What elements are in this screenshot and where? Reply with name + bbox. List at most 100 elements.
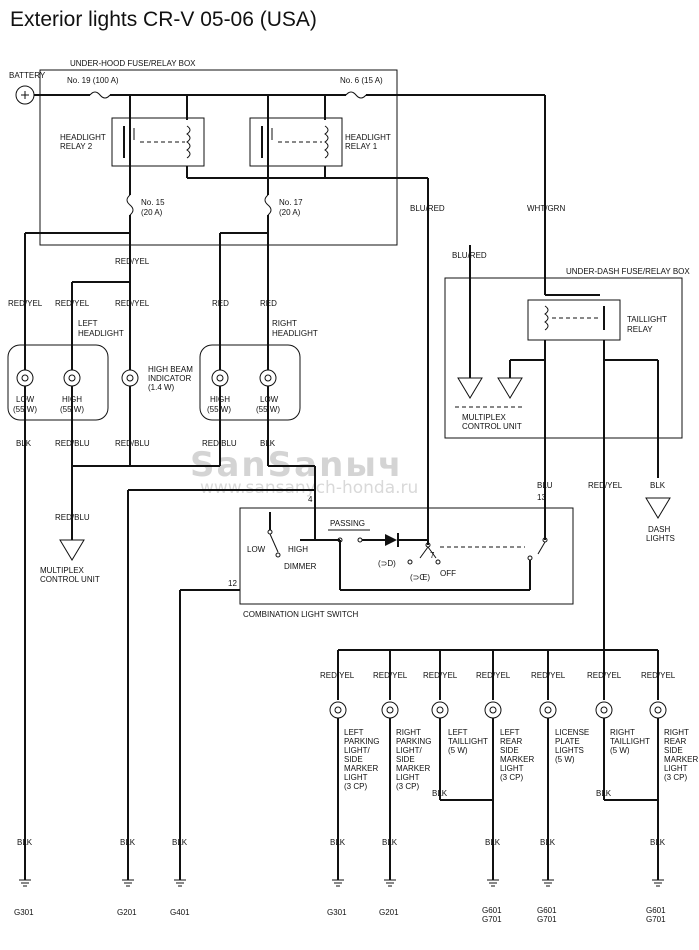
right-headlight-housing — [199, 344, 301, 421]
wire-blu-red-mcu-label: BLU/RED — [452, 251, 487, 260]
lamp3-wire-label: RED/YEL — [423, 671, 458, 680]
headlight-relay-1 — [249, 117, 343, 167]
taillight-relay — [527, 299, 621, 341]
wire-red-yel-feed-label: RED/YEL — [115, 257, 150, 266]
ground-g201-right: G201 — [379, 908, 399, 917]
fuse-15-label-line2: (20 A) — [141, 208, 163, 217]
right-low-beam-bulb — [259, 369, 277, 387]
high-beam-indicator-label-3: (1.4 W) — [148, 383, 175, 392]
center-mcu-label-line2: CONTROL UNIT — [462, 422, 522, 431]
wire-red-blu-right: RED/BLU — [202, 439, 237, 448]
fuse-15-label-line1: No. 15 — [141, 198, 165, 207]
svg-text:LIGHT: LIGHT — [396, 773, 420, 782]
dash-lights-arrow — [645, 497, 671, 519]
pin-12-label: 12 — [228, 579, 237, 588]
high-beam-indicator-bulb — [121, 369, 139, 387]
fuse-6-label: No. 6 (15 A) — [340, 76, 383, 85]
ground-g601-b1: G601 — [537, 906, 557, 915]
wire-blk-left: BLK — [16, 439, 32, 448]
page-title: Exterior lights CR-V 05-06 (USA) — [10, 8, 317, 31]
lamp-license-plate — [539, 650, 557, 880]
blk-label-g301a: BLK — [17, 838, 33, 847]
blk-label-g601c: BLK — [650, 838, 666, 847]
ground-g601-c2: G701 — [646, 915, 666, 924]
battery-label: BATTERY — [9, 71, 46, 80]
pin-7-label: 7 — [430, 551, 435, 560]
blk-label-g201a: BLK — [120, 838, 136, 847]
svg-text:LEFT: LEFT — [500, 728, 520, 737]
center-mcu-label-line1: MULTIPLEX — [462, 413, 507, 422]
switch-low-label: LOW — [247, 545, 266, 554]
wire-red-yel-left1: RED/YEL — [8, 299, 43, 308]
svg-text:TAILLIGHT: TAILLIGHT — [448, 737, 488, 746]
svg-text:(3 CP): (3 CP) — [500, 773, 523, 782]
switch-pos2-label: (⊃Œ) — [410, 573, 430, 582]
lamp5-wire-label: RED/YEL — [531, 671, 566, 680]
svg-text:(3 CP): (3 CP) — [396, 782, 419, 791]
right-headlight-label-line2: HEADLIGHT — [272, 329, 318, 338]
wire-blk-dash-label: BLK — [650, 481, 666, 490]
battery — [15, 85, 35, 105]
svg-text:LIGHT: LIGHT — [500, 764, 524, 773]
wire-wht-grn-label: WHT/GRN — [527, 204, 565, 213]
switch-dimmer-label: DIMMER — [284, 562, 317, 571]
dash-lights-label-line2: LIGHTS — [646, 534, 675, 543]
ground-g401: G401 — [170, 908, 190, 917]
high-beam-indicator-label-1: HIGH BEAM — [148, 365, 193, 374]
lamp4-wire-label: RED/YEL — [476, 671, 511, 680]
blk-label-g201b: BLK — [382, 838, 398, 847]
svg-text:RIGHT: RIGHT — [664, 728, 689, 737]
switch-pos1-label: (⊃D) — [378, 559, 396, 568]
svg-text:PARKING: PARKING — [344, 737, 379, 746]
right-low-label: LOW — [260, 395, 279, 404]
svg-text:MARKER: MARKER — [344, 764, 378, 773]
left-high-beam-bulb — [63, 369, 81, 387]
svg-text:RIGHT: RIGHT — [396, 728, 421, 737]
svg-text:(5 W): (5 W) — [448, 746, 468, 755]
underdash-box — [444, 277, 683, 439]
center-mcu-arrow-1 — [457, 377, 483, 399]
svg-text:(3 CP): (3 CP) — [664, 773, 687, 782]
svg-text:LEFT: LEFT — [448, 728, 468, 737]
right-headlight-label-line1: RIGHT — [272, 319, 297, 328]
blk-label-l6: BLK — [596, 789, 612, 798]
switch-off-label: OFF — [440, 569, 456, 578]
ground-g301-right: G301 — [327, 908, 347, 917]
left-mcu-label-line1: MULTIPLEX — [40, 566, 85, 575]
svg-text:PARKING: PARKING — [396, 737, 431, 746]
left-headlight-label-line1: LEFT — [78, 319, 98, 328]
svg-text:SIDE: SIDE — [664, 746, 683, 755]
pin-4-label: 4 — [308, 495, 313, 504]
wire-red-blu-mcu: RED/BLU — [55, 513, 90, 522]
svg-text:LIGHTS: LIGHTS — [555, 746, 584, 755]
headlight-relay-2-label-line2: RELAY 2 — [60, 142, 93, 151]
blk-label-g601a: BLK — [485, 838, 501, 847]
left-headlight-label-line2: HEADLIGHT — [78, 329, 124, 338]
fuse-19 — [89, 91, 111, 99]
svg-text:SIDE: SIDE — [396, 755, 415, 764]
lamp-left-taillight — [431, 650, 449, 800]
underdash-box-label: UNDER-DASH FUSE/RELAY BOX — [566, 267, 690, 276]
svg-text:PLATE: PLATE — [555, 737, 580, 746]
svg-text:REAR: REAR — [500, 737, 522, 746]
ground-g601-a1: G601 — [482, 906, 502, 915]
svg-text:LIGHT: LIGHT — [664, 764, 688, 773]
combination-switch-label: COMBINATION LIGHT SWITCH — [243, 610, 358, 619]
watermark-url: www.sansanych-honda.ru — [200, 478, 419, 498]
svg-text:RIGHT: RIGHT — [610, 728, 635, 737]
wire-red-right2: RED — [260, 299, 277, 308]
svg-text:LIGHT/: LIGHT/ — [344, 746, 371, 755]
ground-symbols — [19, 879, 664, 887]
blk-label-g301b: BLK — [330, 838, 346, 847]
svg-text:SIDE: SIDE — [344, 755, 363, 764]
center-mcu-arrow-2 — [497, 377, 523, 399]
svg-text:SIDE: SIDE — [500, 746, 519, 755]
left-headlight-housing — [7, 344, 109, 421]
left-mcu-label-line2: CONTROL UNIT — [40, 575, 100, 584]
